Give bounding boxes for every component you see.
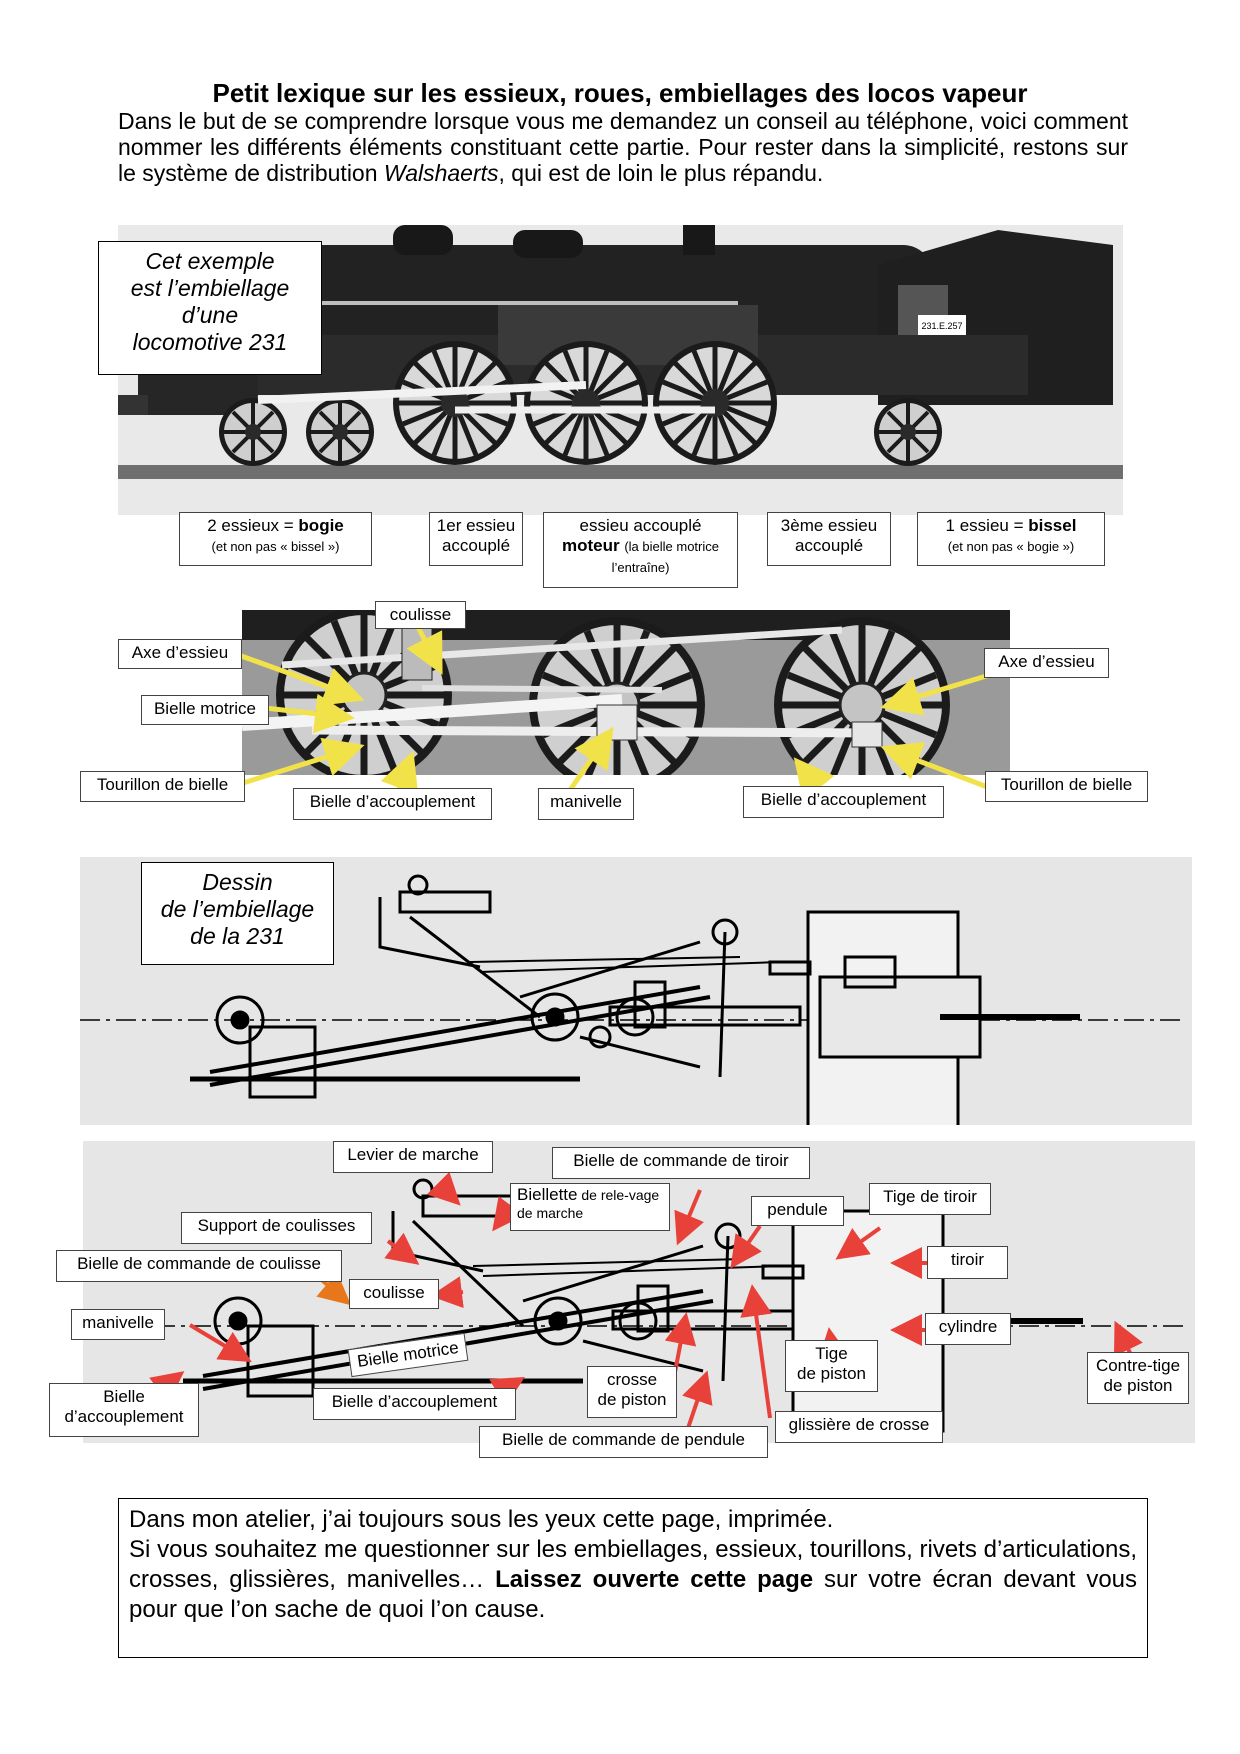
coupling-rod-line: Bielle — [103, 1387, 145, 1406]
third-axle-line: 3ème essieu — [780, 516, 878, 535]
drawing-caption-box: Dessin de l’embiellage de la 231 — [141, 862, 334, 965]
photo-caption-box: Cet exemple est l’embiellage d’une locom… — [98, 241, 322, 375]
tail-rod-label: Contre-tige de piston — [1087, 1352, 1189, 1404]
valve-rod-label: Bielle de commande de tiroir — [552, 1147, 810, 1179]
intro-paragraph: Dans le but de se comprendre lorsque vou… — [118, 108, 1128, 186]
caption-line: d’une — [181, 302, 239, 328]
reversing-link-label: Biellette de rele-vage de marche — [510, 1183, 670, 1231]
intro-text-before: Dans le but de se comprendre lorsque vou… — [118, 108, 1128, 186]
driving-axle-term: moteur — [561, 536, 620, 555]
pendulum-label: pendule — [751, 1196, 844, 1226]
closing-line-3: sur votre écran devant vous pour que l’o… — [129, 1566, 1138, 1623]
coupling-rod-label-right: Bielle d’accouplement — [743, 786, 944, 818]
reversing-link-term: Biellette — [517, 1185, 578, 1204]
first-axle-line: 1er essieu — [436, 516, 516, 535]
valve-label: tiroir — [927, 1246, 1008, 1279]
bissel-note: (et non pas « bogie ») — [947, 539, 1075, 554]
bogie-label: 2 essieux = bogie (et non pas « bissel »… — [179, 512, 372, 566]
tail-rod-line: Contre-tige — [1095, 1356, 1181, 1375]
main-rod-label: Bielle motrice — [141, 695, 269, 725]
axle-label-right: Axe d’essieu — [984, 648, 1109, 678]
coupling-rod-label-diagram-mid: Bielle d’accouplement — [313, 1388, 516, 1420]
driving-axle-line: essieu accouplé — [579, 516, 702, 535]
crank-label-diagram: manivelle — [71, 1309, 165, 1340]
piston-rod-line: de piston — [797, 1364, 866, 1383]
bissel-term: bissel — [1028, 516, 1077, 535]
first-axle-label: 1er essieu accouplé — [429, 512, 523, 566]
expansion-link-label: coulisse — [349, 1279, 439, 1309]
bissel-prefix: 1 essieu = — [945, 516, 1029, 535]
cylinder-label: cylindre — [925, 1313, 1011, 1345]
bogie-term: bogie — [298, 516, 344, 535]
third-axle-line: accouplé — [794, 536, 864, 555]
reversing-link-rest: de rele-vage de marche — [517, 1187, 660, 1221]
bogie-prefix: 2 essieux = — [207, 516, 299, 535]
crankpin-label-left: Tourillon de bielle — [80, 771, 245, 802]
crosshead-label: crosse de piston — [587, 1366, 677, 1418]
closing-box: Dans mon atelier, j’ai toujours sous les… — [118, 1498, 1148, 1658]
closing-paragraph: Si vous souhaitez me questionner sur les… — [129, 1535, 1137, 1625]
crank-label: manivelle — [538, 788, 634, 820]
piston-rod-label: Tige de piston — [785, 1340, 878, 1392]
intro-text-after: , qui est de loin le plus répandu. — [498, 160, 824, 186]
closing-emphasis: Laissez ouverte cette page — [495, 1566, 814, 1593]
walshaerts-term: Walshaerts — [383, 160, 499, 186]
caption-line: Dessin — [202, 869, 273, 895]
caption-line: locomotive 231 — [132, 329, 288, 355]
bissel-label: 1 essieu = bissel (et non pas « bogie ») — [917, 512, 1105, 566]
first-axle-line: accouplé — [441, 536, 511, 555]
coupling-rod-label-diagram-left: Bielle d’accouplement — [49, 1383, 199, 1437]
crosshead-guide-label: glissière de crosse — [775, 1411, 943, 1443]
crosshead-line: de piston — [597, 1390, 667, 1409]
link-bracket-label: Support de coulisses — [181, 1212, 372, 1244]
piston-rod-line: Tige — [815, 1344, 848, 1363]
valve-stem-label: Tige de tiroir — [869, 1183, 991, 1215]
reversing-lever-label: Levier de marche — [333, 1141, 493, 1173]
third-axle-label: 3ème essieu accouplé — [767, 512, 891, 566]
crankpin-label-right: Tourillon de bielle — [985, 771, 1148, 802]
combination-lever-label: Bielle de commande de pendule — [479, 1426, 768, 1458]
crosshead-line: crosse — [606, 1370, 658, 1389]
radius-rod-label: Bielle de commande de coulisse — [56, 1250, 342, 1282]
coupling-rod-line: d’accouplement — [64, 1407, 184, 1426]
tail-rod-line: de piston — [1103, 1376, 1173, 1395]
driving-axle-note: (la bielle motrice l’entraîne) — [611, 539, 719, 575]
page-title: Petit lexique sur les essieux, roues, em… — [212, 78, 1028, 108]
axle-label-left: Axe d’essieu — [118, 639, 242, 669]
engine-number-plate: 231.E.257 — [921, 321, 962, 331]
caption-line: de l’embiellage — [160, 896, 315, 922]
caption-line: Cet exemple — [145, 248, 275, 274]
closing-line-1: Dans mon atelier, j’ai toujours sous les… — [129, 1506, 834, 1533]
closing-line-2: Si vous souhaitez me questionner sur les… — [129, 1536, 1137, 1593]
bogie-note: (et non pas « bissel ») — [211, 539, 340, 554]
caption-line: est l’embiellage — [130, 275, 290, 301]
coupling-rod-label-left: Bielle d’accouplement — [293, 788, 492, 820]
caption-line: de la 231 — [190, 923, 285, 949]
coulisse-label: coulisse — [375, 601, 466, 629]
driving-axle-label: essieu accouplé moteur (la bielle motric… — [543, 512, 738, 588]
